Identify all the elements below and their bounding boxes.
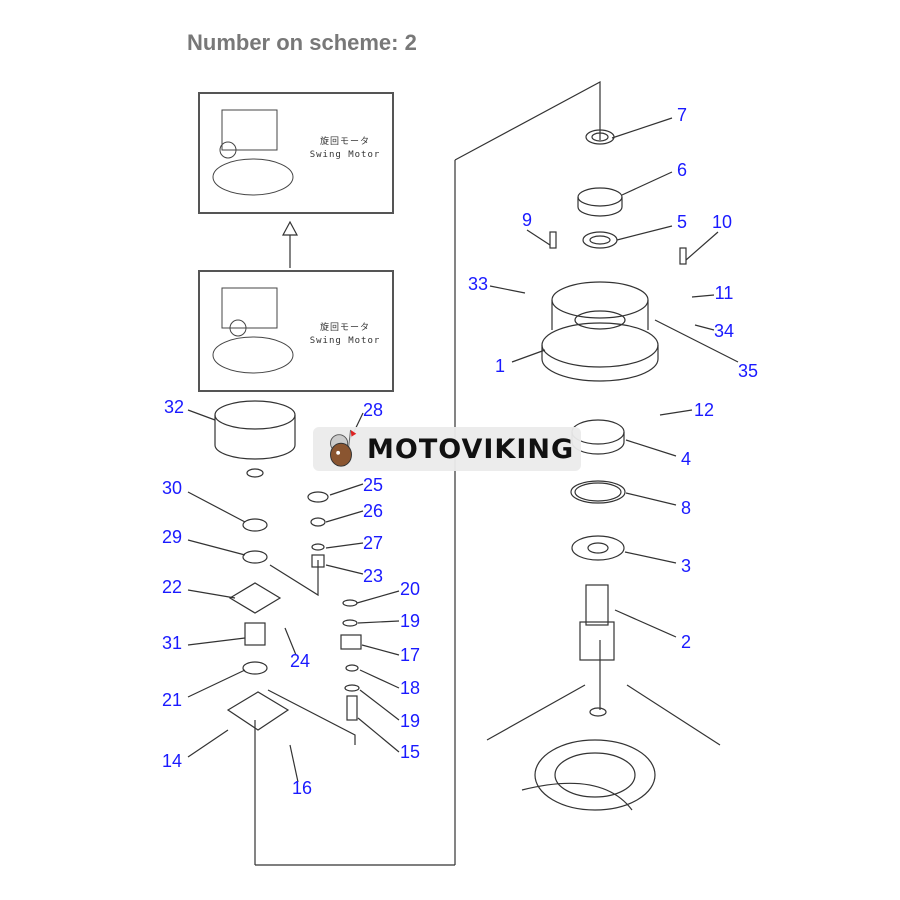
motoviking-watermark: MOTOVIKING	[313, 427, 581, 471]
inset-jp-label: 旋回モータ	[319, 323, 370, 333]
part-label: 33	[467, 274, 489, 294]
part-label: 9	[521, 210, 533, 230]
swing-motor-inset-bottom: 旋回モータ Swing Motor	[198, 270, 394, 392]
part-label: 29	[161, 527, 183, 547]
part-label: 12	[693, 400, 715, 420]
part-label: 27	[362, 533, 384, 553]
inset-en-label: Swing Motor	[309, 150, 381, 160]
part-label: 19	[399, 711, 421, 731]
part-label: 15	[399, 742, 421, 762]
part-label: 25	[362, 475, 384, 495]
swing-motor-illustration	[212, 109, 294, 196]
part-label: 10	[711, 212, 733, 232]
part-label: 26	[362, 501, 384, 521]
watermark-text: MOTOVIKING	[367, 433, 575, 465]
swing-motor-inset-top: 旋回モータ Swing Motor	[198, 92, 394, 214]
swing-motor-illustration	[212, 287, 294, 374]
part-label: 22	[161, 577, 183, 597]
part-label: 17	[399, 645, 421, 665]
part-label: 3	[680, 556, 692, 576]
inset-en-label: Swing Motor	[309, 336, 381, 346]
part-label: 11	[714, 283, 734, 303]
page-title: Number on scheme: 2	[187, 30, 417, 55]
part-label: 31	[161, 633, 183, 653]
part-label: 6	[676, 160, 688, 180]
part-label: 8	[680, 498, 692, 518]
part-label: 16	[291, 778, 313, 798]
part-label: 7	[676, 105, 688, 125]
part-label: 5	[676, 212, 688, 232]
viking-mascot-icon	[330, 429, 357, 467]
part-label: 2	[680, 632, 692, 652]
part-label: 20	[399, 579, 421, 599]
part-label: 19	[399, 611, 421, 631]
part-label: 4	[680, 449, 692, 469]
part-label: 14	[161, 751, 183, 771]
part-label: 35	[737, 361, 759, 381]
part-label: 1	[494, 356, 506, 376]
part-label: 21	[161, 690, 183, 710]
part-label: 32	[163, 397, 185, 417]
part-label: 28	[362, 400, 384, 420]
part-label: 34	[713, 321, 735, 341]
part-label: 23	[362, 566, 384, 586]
part-label: 30	[161, 478, 183, 498]
inset-jp-label: 旋回モータ	[319, 137, 370, 147]
part-label: 18	[399, 678, 421, 698]
part-label: 24	[289, 651, 311, 671]
